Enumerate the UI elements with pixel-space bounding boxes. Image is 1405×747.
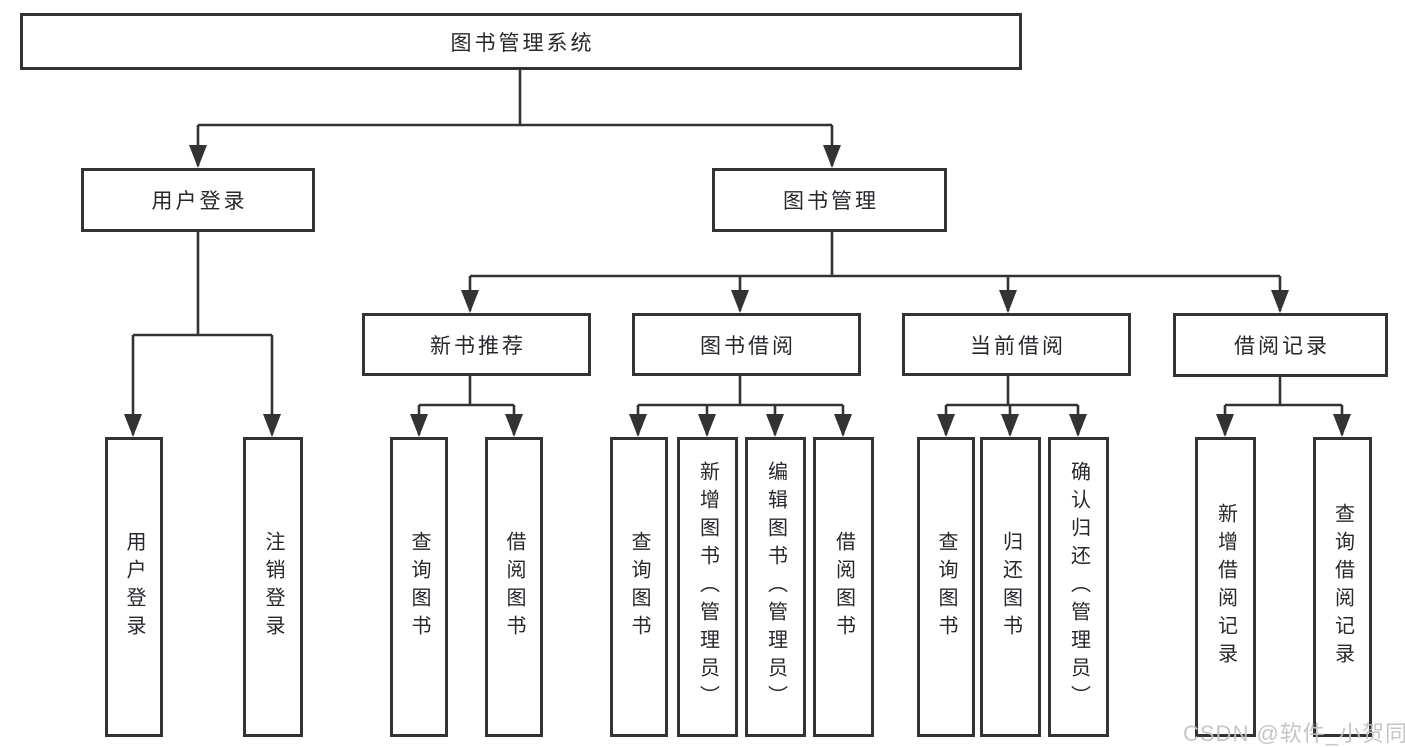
leaf-borrow-books-borrowing: 借阅图书 [813,437,874,737]
node-book-management-label: 图书管理 [783,190,879,213]
leaf-query-borrow-record-label: 查询借阅记录 [1331,503,1354,671]
node-root-label: 图书管理系统 [450,31,595,55]
node-user-login-label: 用户登录 [151,190,248,213]
leaf-query-borrow-record: 查询借阅记录 [1313,437,1372,737]
leaf-query-books-recommend-label: 查询图书 [408,531,430,643]
node-current-borrowing-label: 当前借阅 [970,334,1066,358]
leaf-add-book-admin-label: 新增图书（管理员） [696,461,719,713]
leaf-query-books-current-label: 查询图书 [935,531,957,643]
leaf-query-books-borrowing: 查询图书 [610,437,668,737]
node-borrowing-records-label: 借阅记录 [1234,335,1330,358]
leaf-add-borrow-record: 新增借阅记录 [1195,437,1256,737]
node-root: 图书管理系统 [20,13,1022,70]
leaf-logout-label: 注销登录 [262,531,284,643]
leaf-add-book-admin: 新增图书（管理员） [677,437,738,737]
leaf-query-books-current: 查询图书 [917,437,975,737]
leaf-edit-book-admin: 编辑图书（管理员） [745,437,806,737]
node-book-borrowing: 图书借阅 [632,313,861,376]
leaf-confirm-return-admin-label: 确认归还（管理员） [1067,461,1090,713]
leaf-borrow-books-recommend-label: 借阅图书 [503,531,525,643]
node-book-management: 图书管理 [712,168,947,232]
leaf-confirm-return-admin: 确认归还（管理员） [1048,437,1109,737]
leaf-borrow-books-borrowing-label: 借阅图书 [832,531,855,643]
leaf-user-login-label: 用户登录 [123,531,145,643]
node-current-borrowing: 当前借阅 [902,313,1131,376]
leaf-add-borrow-record-label: 新增借阅记录 [1214,503,1237,671]
node-user-login: 用户登录 [81,168,315,232]
leaf-query-books-recommend: 查询图书 [390,437,448,737]
watermark: CSDN @软件_小贺同学 [1183,721,1405,746]
leaf-borrow-books-recommend: 借阅图书 [485,437,543,737]
leaf-logout: 注销登录 [243,437,303,737]
node-borrowing-records: 借阅记录 [1173,313,1388,377]
node-new-book-recommend-label: 新书推荐 [430,334,526,358]
leaf-query-books-borrowing-label: 查询图书 [628,531,650,643]
leaf-user-login: 用户登录 [105,437,163,737]
leaf-return-book: 归还图书 [980,437,1041,737]
node-new-book-recommend: 新书推荐 [362,313,591,376]
node-book-borrowing-label: 图书借阅 [700,334,796,358]
leaf-return-book-label: 归还图书 [999,531,1022,643]
leaf-edit-book-admin-label: 编辑图书（管理员） [764,461,787,713]
